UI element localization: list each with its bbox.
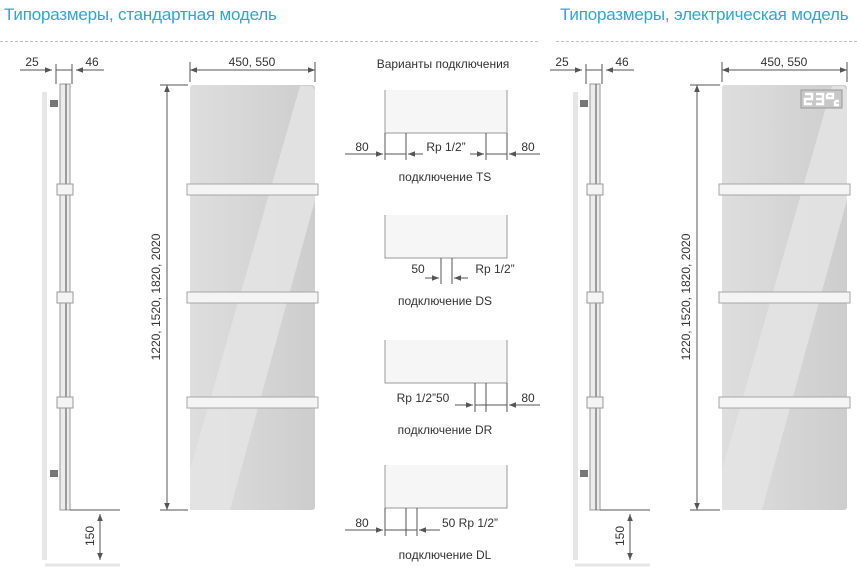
dim-floor-gap: 150: [613, 526, 627, 546]
wall-bracket: [50, 470, 58, 477]
dim-height: 1220, 1520, 1820, 2020: [149, 233, 163, 360]
label-connection-ts: подключение TS: [399, 170, 492, 184]
towel-bar: [186, 183, 319, 196]
dim-depth: 46: [615, 55, 629, 69]
dim-ts-left: 80: [355, 140, 369, 154]
dim-ds-thread: Rp 1/2”: [475, 262, 514, 276]
wall-bracket: [580, 470, 588, 477]
dim-height: 1220, 1520, 1820, 2020: [679, 233, 693, 360]
dim-ts-right: 80: [521, 140, 535, 154]
front-view-standard: 450, 550 1220, 1520, 1820, 2020: [149, 55, 319, 511]
wall-bracket: [50, 100, 58, 107]
section-divider-standard: [0, 41, 538, 42]
holder-clip: [56, 291, 74, 304]
label-connection-dr: подключение DR: [398, 423, 493, 437]
dim-wall-offset: 25: [555, 55, 569, 69]
dim-ts-thread: Rp 1/2”: [426, 140, 465, 154]
connection-ds: 50 Rp 1/2” подключение DS: [384, 215, 515, 308]
title-standard-model: Типоразмеры, стандартная модель: [4, 5, 277, 24]
connection-variants: Варианты подключения 80 Rp 1/2” 80 подкл…: [345, 57, 540, 562]
side-view-standard: 25 46 150: [20, 55, 120, 567]
dim-dr-right: 80: [521, 391, 535, 405]
temperature-display-icon: [800, 89, 843, 109]
holder-clip: [56, 396, 74, 409]
side-view-electric: 25 46 150: [550, 55, 650, 567]
label-connection-dl: подключение DL: [399, 548, 492, 562]
dim-dl-left: 80: [355, 516, 369, 530]
holder-clip: [586, 396, 604, 409]
panel-bottom-ts: [384, 90, 508, 134]
towel-bar: [718, 291, 851, 304]
label-connection-ds: подключение DS: [398, 294, 492, 308]
panel-bottom-dr: [384, 340, 508, 384]
towel-bar: [718, 396, 851, 409]
towel-bar: [186, 396, 319, 409]
title-electric-model: Типоразмеры, электрическая модель: [560, 5, 849, 24]
dim-width: 450, 550: [761, 55, 808, 69]
holder-clip: [586, 291, 604, 304]
dim-floor-gap: 150: [83, 526, 97, 546]
connection-ts: 80 Rp 1/2” 80 подключение TS: [345, 90, 540, 184]
dim-dl-right: 50 Rp 1/2”: [442, 516, 498, 530]
wall: [573, 92, 578, 560]
connection-dl: 80 50 Rp 1/2” подключение DL: [345, 465, 508, 562]
wall: [42, 92, 47, 560]
towel-bar: [186, 291, 319, 304]
dim-dr-left: Rp 1/2”50: [397, 391, 450, 405]
holder-clip: [586, 183, 604, 196]
holder-clip: [56, 183, 74, 196]
connections-heading: Варианты подключения: [377, 57, 510, 71]
towel-bar: [718, 183, 851, 196]
panel-bottom-ds: [384, 215, 508, 259]
dim-wall-offset: 25: [25, 55, 39, 69]
connection-dr: Rp 1/2”50 80 подключение DR: [384, 340, 540, 437]
panel-bottom-dl: [384, 465, 508, 509]
dim-ds-left: 50: [411, 262, 425, 276]
section-divider-electric: [556, 41, 857, 42]
dim-width: 450, 550: [229, 55, 276, 69]
dim-depth: 46: [85, 55, 99, 69]
wall-bracket: [580, 100, 588, 107]
front-view-electric: 450, 550 1220, 1520, 1820, 2020: [679, 55, 851, 511]
